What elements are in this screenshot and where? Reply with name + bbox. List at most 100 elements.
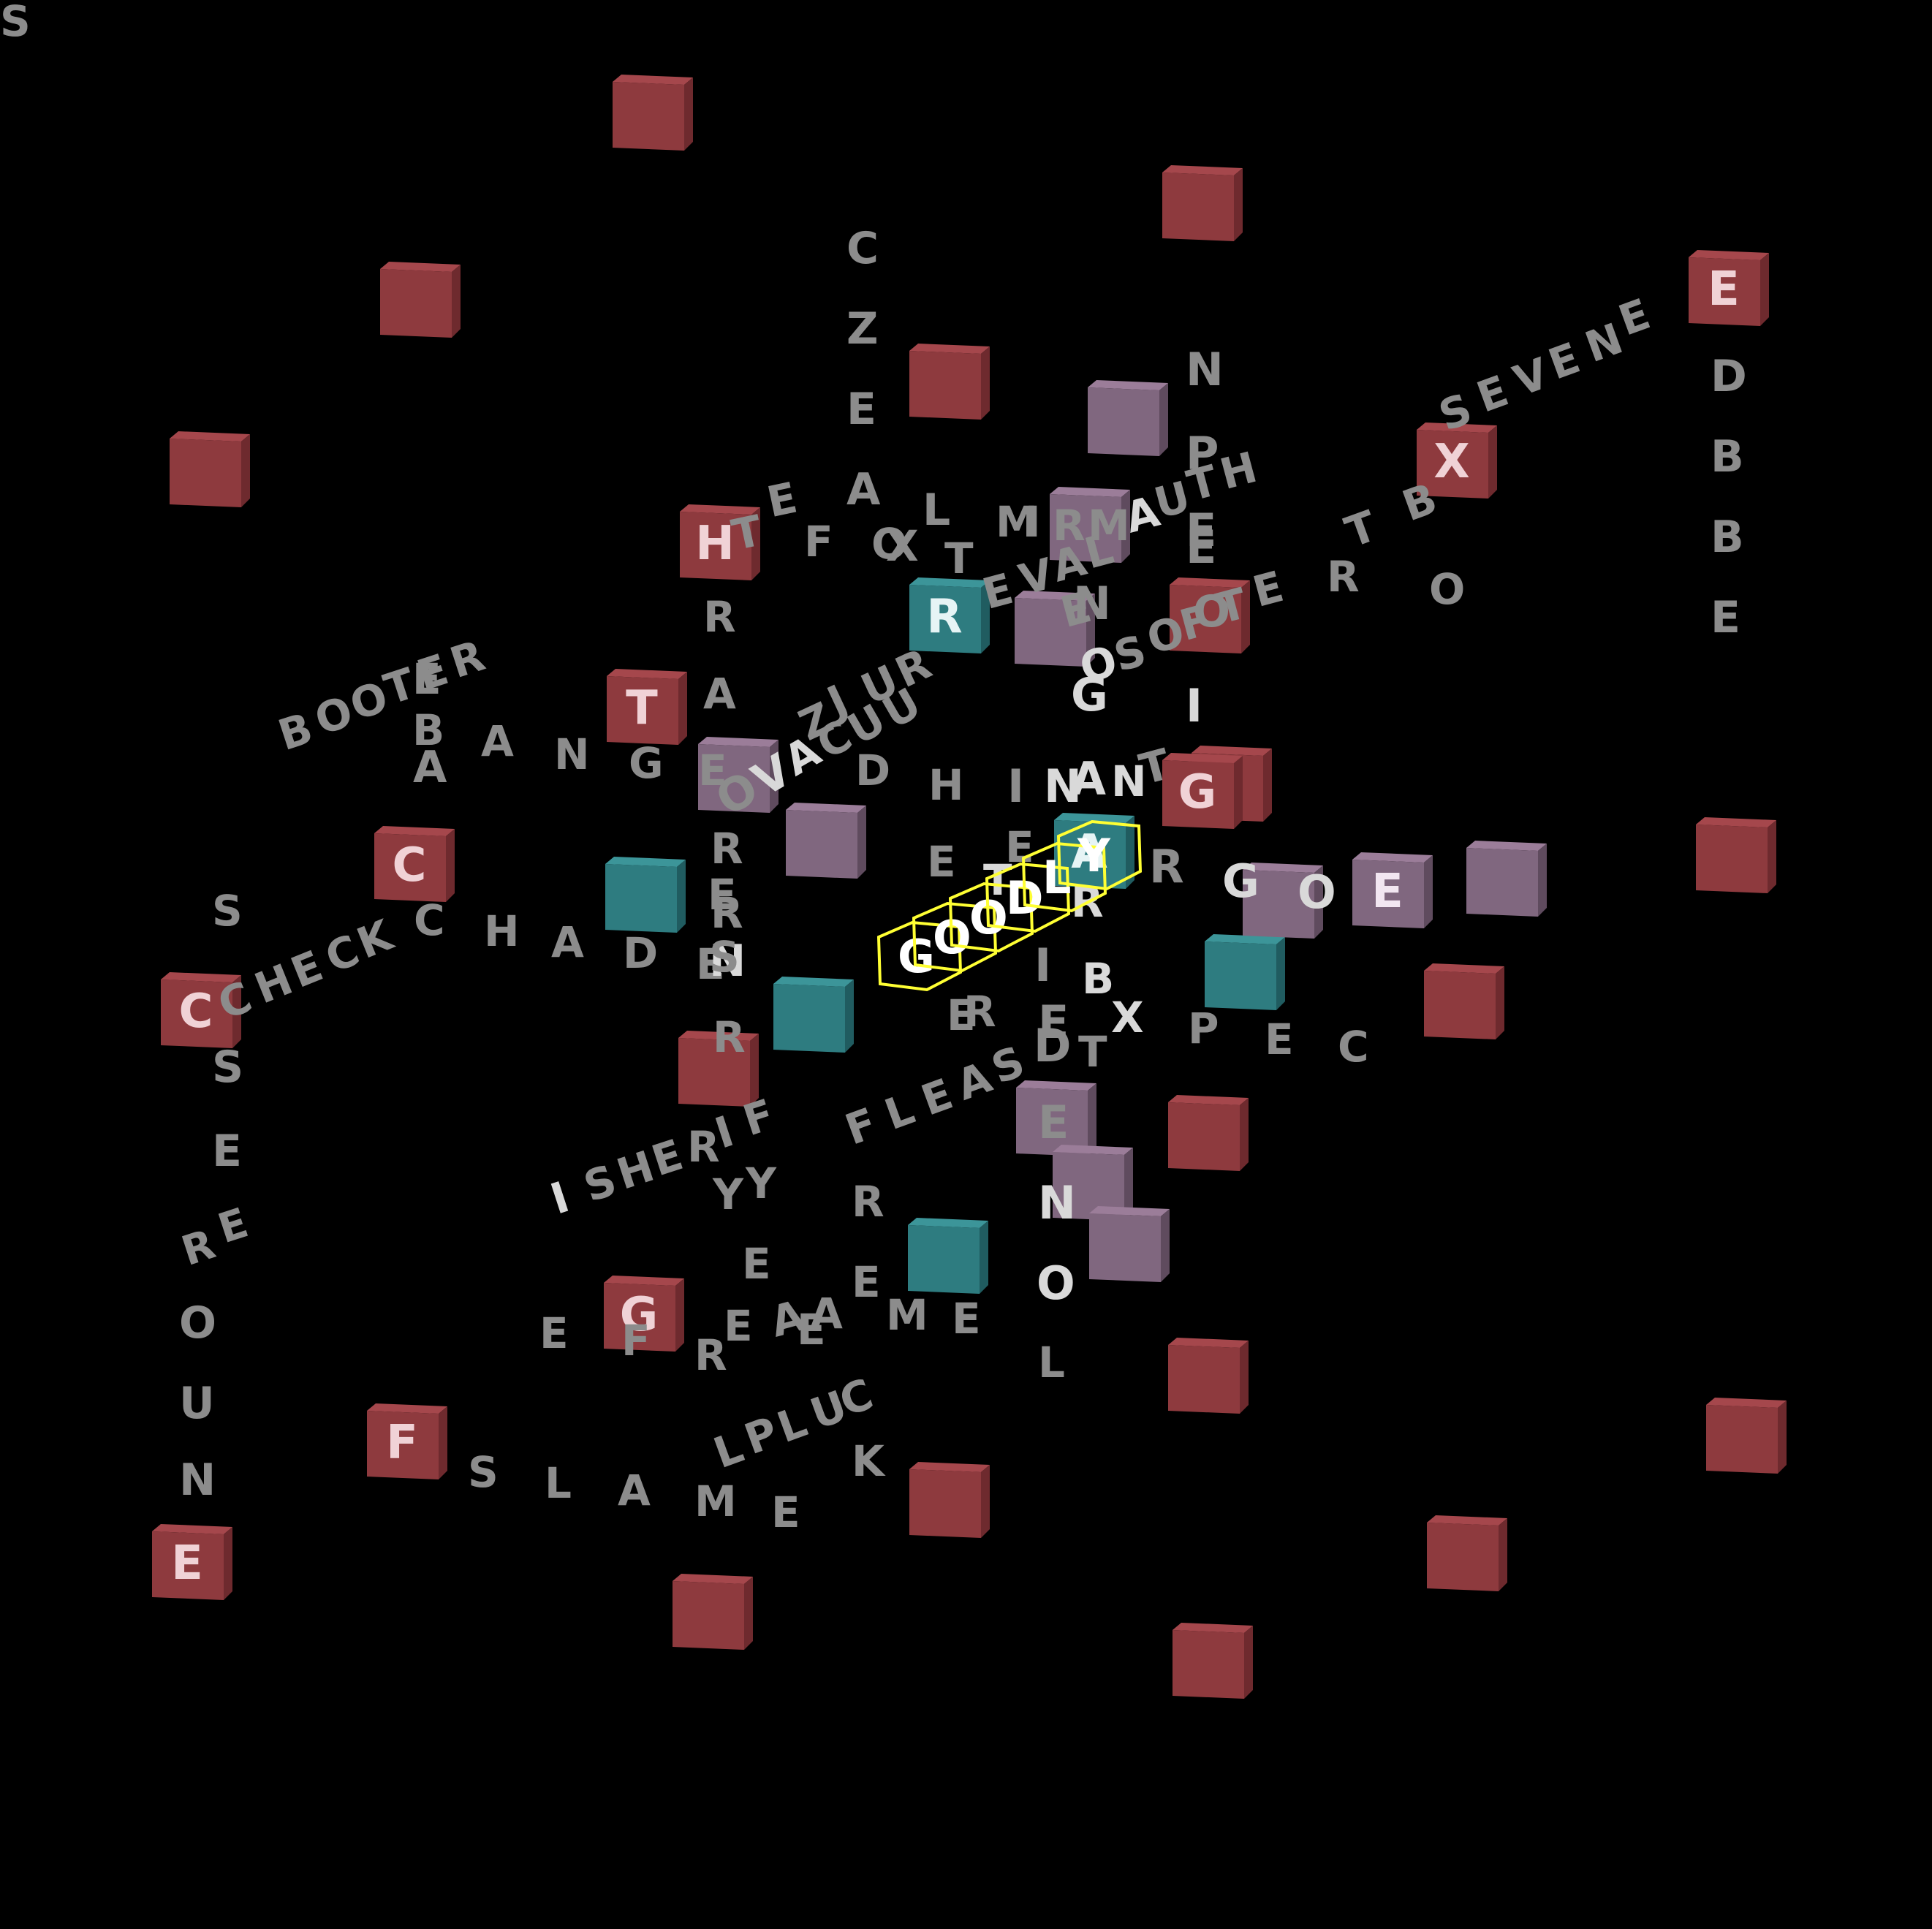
floating-letter[interactable]: E: [742, 1239, 771, 1289]
floating-letter[interactable]: K: [852, 1436, 884, 1486]
floating-letter[interactable]: F: [838, 1098, 884, 1155]
floating-letter[interactable]: R: [175, 1220, 221, 1276]
floating-letter[interactable]: L: [1038, 1338, 1065, 1387]
floating-letter[interactable]: S: [709, 932, 740, 982]
floating-letter[interactable]: E: [1038, 996, 1069, 1049]
floating-letter[interactable]: F: [804, 517, 833, 566]
floating-letter[interactable]: D: [855, 746, 891, 795]
floating-letter[interactable]: A: [413, 742, 447, 793]
floating-letter[interactable]: Z: [846, 303, 879, 355]
red-cube[interactable]: [1173, 1623, 1253, 1700]
red-cube[interactable]: [170, 431, 250, 509]
floating-letter[interactable]: G: [1222, 854, 1259, 908]
mauve-cube[interactable]: [1088, 380, 1168, 458]
red-cube[interactable]: E: [1689, 250, 1769, 327]
teal-cube[interactable]: [773, 977, 854, 1054]
floating-letter[interactable]: S: [985, 1036, 1031, 1094]
red-cube[interactable]: E: [152, 1524, 232, 1602]
floating-letter[interactable]: E: [852, 1257, 881, 1307]
floating-letter[interactable]: E: [1247, 561, 1289, 617]
red-cube[interactable]: T: [607, 669, 687, 746]
floating-letter[interactable]: I: [545, 1172, 575, 1224]
floating-letter[interactable]: A: [618, 1466, 651, 1515]
red-cube[interactable]: [1424, 963, 1504, 1041]
red-cube[interactable]: [1170, 577, 1250, 655]
floating-letter[interactable]: F: [621, 1316, 651, 1365]
teal-cube[interactable]: [908, 1218, 988, 1295]
floating-letter[interactable]: E: [927, 837, 956, 887]
floating-letter[interactable]: E: [914, 1069, 960, 1126]
red-cube[interactable]: [673, 1574, 753, 1651]
floating-letter[interactable]: N: [179, 1455, 216, 1506]
selected-cell-outline[interactable]: [876, 920, 963, 993]
floating-letter[interactable]: C: [414, 895, 445, 945]
floating-letter[interactable]: Y: [746, 1159, 776, 1208]
floating-letter[interactable]: R: [852, 1177, 884, 1227]
red-cube[interactable]: [678, 1031, 759, 1108]
floating-letter[interactable]: E: [771, 1488, 800, 1537]
red-cube[interactable]: G: [1162, 753, 1243, 830]
mauve-cube[interactable]: [1243, 863, 1323, 940]
mauve-cube[interactable]: [1053, 1145, 1133, 1222]
floating-letter[interactable]: R: [711, 824, 743, 873]
floating-letter[interactable]: R: [963, 987, 996, 1036]
floating-letter[interactable]: E: [1005, 822, 1034, 872]
floating-letter[interactable]: U: [179, 1378, 215, 1429]
mauve-cube[interactable]: [698, 737, 779, 814]
floating-letter[interactable]: G: [629, 738, 664, 788]
floating-letter[interactable]: S: [468, 1447, 499, 1497]
floating-letter[interactable]: D: [1711, 351, 1747, 402]
floating-letter[interactable]: N: [1038, 1176, 1076, 1229]
red-cube[interactable]: [1162, 165, 1243, 243]
floating-letter[interactable]: E: [698, 746, 727, 795]
floating-letter[interactable]: Y: [713, 1170, 743, 1219]
mauve-cube[interactable]: [1050, 487, 1130, 564]
red-cube[interactable]: [1168, 1338, 1249, 1415]
floating-letter[interactable]: V: [1507, 348, 1556, 406]
floating-letter[interactable]: E: [708, 870, 737, 920]
floating-letter[interactable]: B: [1082, 954, 1115, 1004]
floating-letter[interactable]: R: [703, 592, 736, 642]
mauve-cube[interactable]: [1015, 591, 1095, 668]
selected-cell-outline[interactable]: [912, 901, 998, 974]
floating-letter[interactable]: E: [797, 1305, 826, 1354]
mauve-cube[interactable]: [1016, 1080, 1096, 1158]
floating-letter[interactable]: S: [212, 1042, 244, 1093]
floating-letter[interactable]: L: [923, 485, 951, 536]
floating-letter[interactable]: I: [1186, 679, 1203, 732]
floating-letter[interactable]: E: [412, 654, 442, 704]
floating-letter[interactable]: H: [1215, 441, 1262, 500]
floating-letter[interactable]: T: [1078, 1027, 1107, 1077]
floating-letter[interactable]: N: [1111, 757, 1147, 806]
floating-letter[interactable]: T: [944, 534, 974, 583]
floating-letter[interactable]: D: [1034, 1019, 1072, 1072]
floating-letter[interactable]: E: [762, 472, 802, 528]
floating-letter[interactable]: H: [484, 906, 520, 956]
red-cube[interactable]: [1696, 817, 1776, 895]
floating-letter[interactable]: I: [1034, 939, 1052, 992]
floating-letter[interactable]: L: [545, 1458, 572, 1508]
floating-letter[interactable]: L: [878, 1083, 921, 1140]
floating-letter[interactable]: N: [554, 729, 590, 779]
floating-letter[interactable]: R: [687, 1122, 720, 1172]
floating-letter[interactable]: S: [212, 886, 243, 936]
floating-letter[interactable]: E: [846, 384, 876, 435]
teal-cube[interactable]: [1205, 934, 1285, 1012]
floating-letter[interactable]: E: [1711, 592, 1740, 643]
floating-letter[interactable]: M: [694, 1477, 737, 1526]
floating-letter[interactable]: M: [886, 1290, 928, 1340]
floating-letter[interactable]: B: [1711, 431, 1744, 482]
red-cube[interactable]: F: [367, 1403, 447, 1481]
floating-letter[interactable]: M: [1088, 501, 1130, 550]
floating-letter[interactable]: R: [713, 1012, 746, 1062]
floating-letter[interactable]: R: [1327, 552, 1360, 602]
floating-letter[interactable]: B: [1711, 512, 1744, 563]
floating-letter[interactable]: O: [1429, 564, 1466, 614]
floating-letter[interactable]: E: [1186, 504, 1217, 557]
floating-letter[interactable]: P: [1188, 1004, 1219, 1053]
mauve-cube[interactable]: E: [1352, 852, 1433, 930]
floating-letter[interactable]: A: [1071, 752, 1106, 806]
floating-letter[interactable]: A: [950, 1052, 999, 1110]
selected-cell-outline[interactable]: [948, 881, 1034, 954]
